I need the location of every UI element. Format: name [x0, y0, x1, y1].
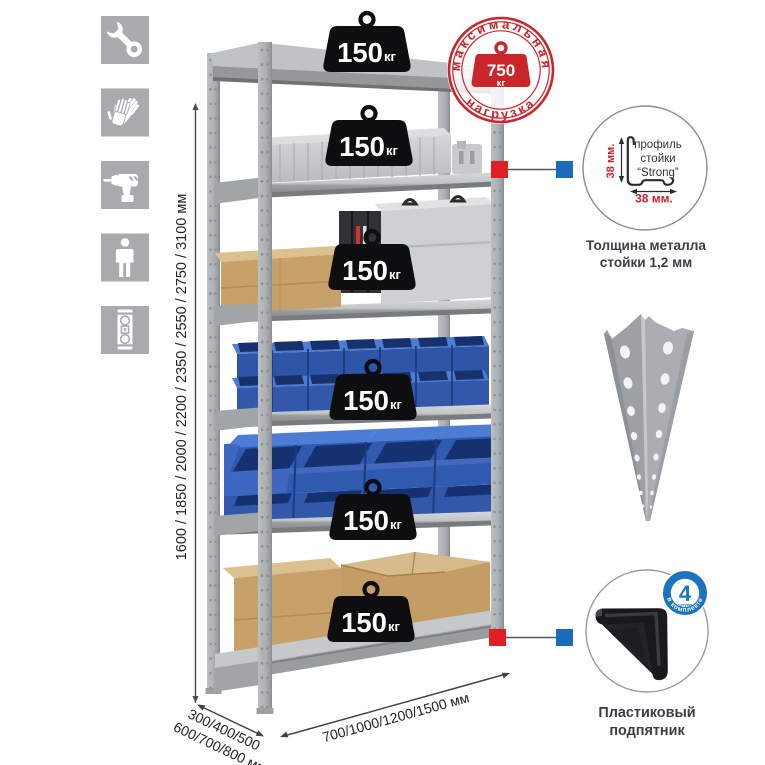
svg-text:штуки: штуки — [678, 603, 692, 608]
svg-text:Пластиковый: Пластиковый — [598, 705, 695, 721]
svg-text:1600 / 1850 / 2000 / 2200 / 23: 1600 / 1850 / 2000 / 2200 / 2350 / 2550 … — [174, 194, 190, 561]
svg-text:“Strong”: “Strong” — [637, 167, 679, 179]
svg-text:4: 4 — [679, 581, 692, 606]
svg-text:стойки: стойки — [640, 153, 675, 165]
svg-text:профиль: профиль — [634, 139, 682, 151]
svg-text:38 мм.: 38 мм. — [605, 144, 617, 179]
svg-text:стойки 1,2 мм: стойки 1,2 мм — [600, 255, 692, 270]
svg-text:750: 750 — [487, 61, 515, 80]
svg-text:38 мм.: 38 мм. — [635, 192, 673, 206]
svg-text:кг: кг — [497, 78, 506, 89]
svg-text:Толщина металла: Толщина металла — [586, 238, 706, 253]
svg-text:подпятник: подпятник — [609, 723, 685, 739]
svg-text:700/1000/1200/1500 мм: 700/1000/1200/1500 мм — [320, 689, 470, 745]
